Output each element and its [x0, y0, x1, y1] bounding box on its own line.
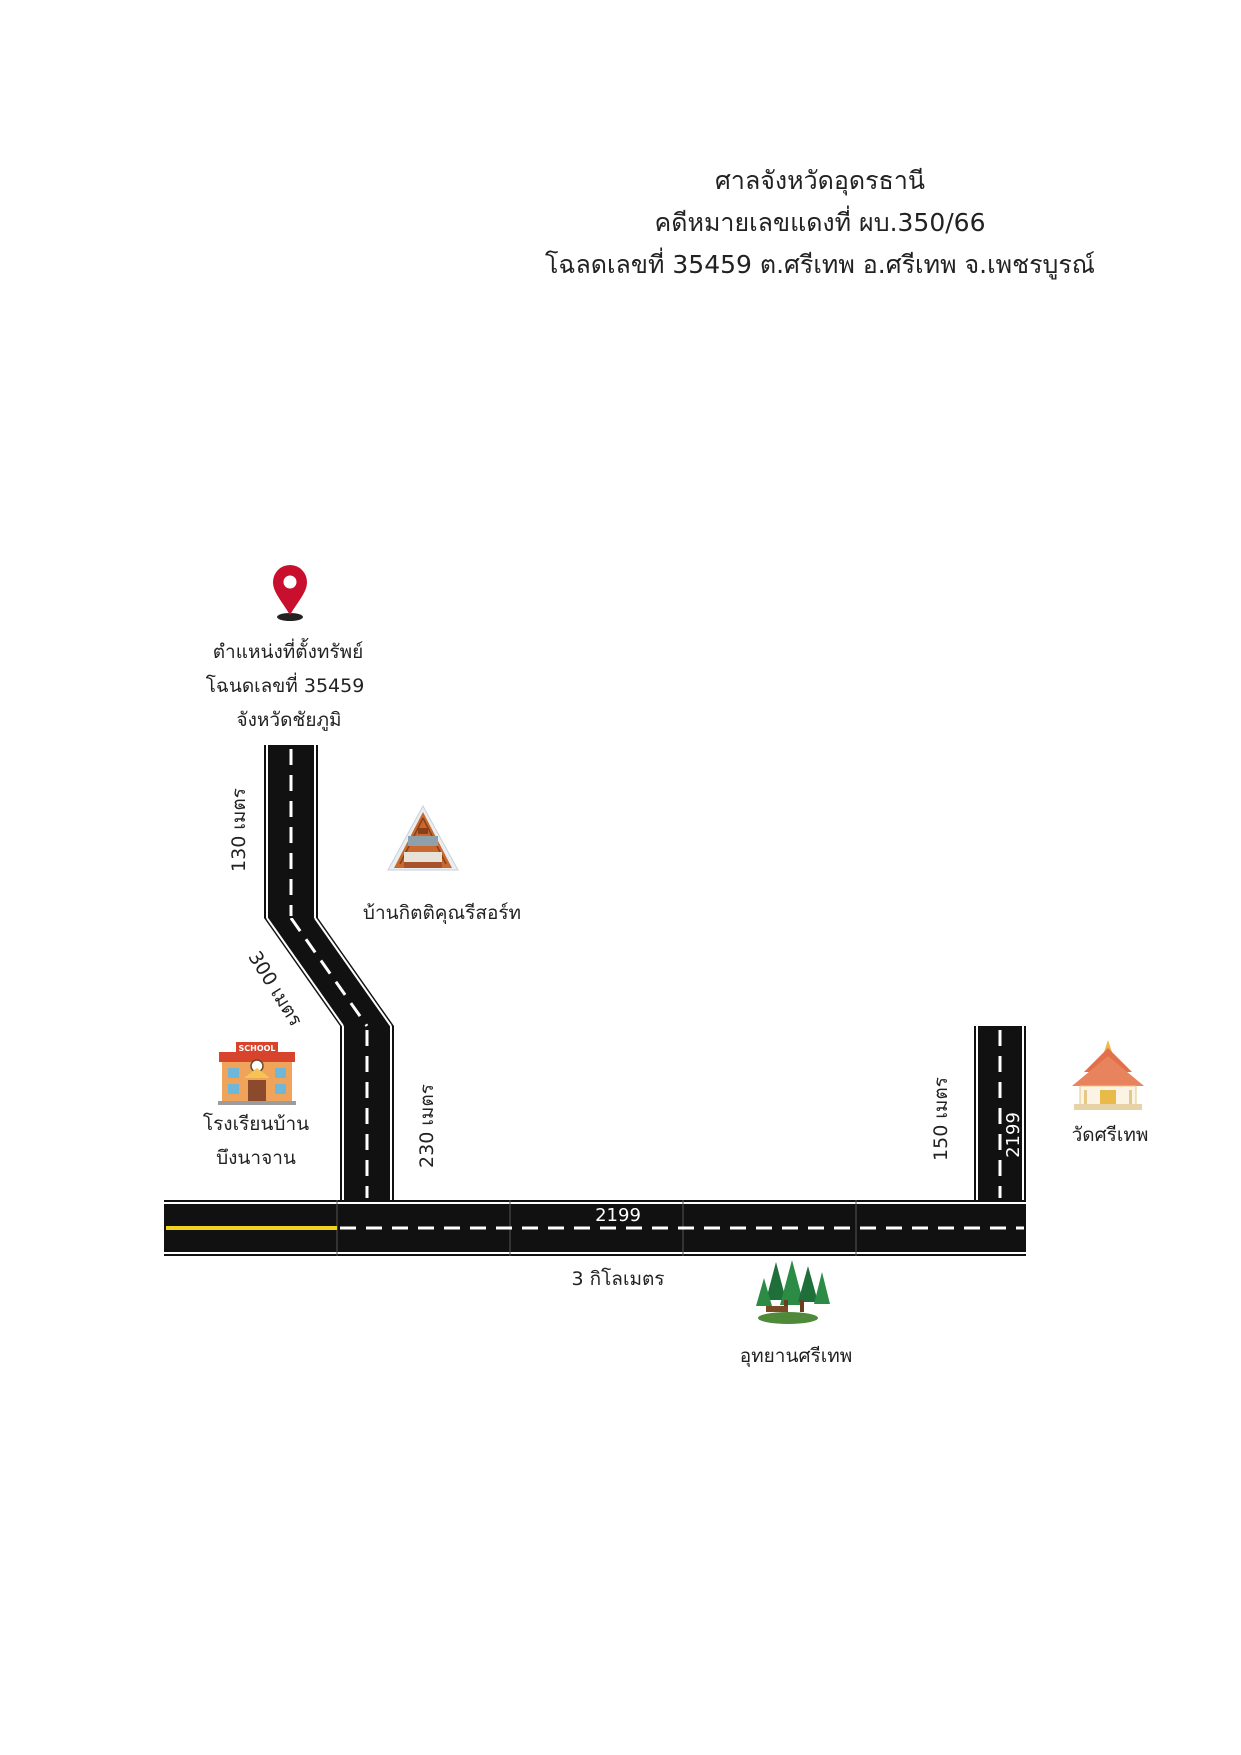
distance-lower-segment: 230 เมตร [416, 1084, 438, 1168]
court-name: ศาลจังหวัดอุดรธานี [715, 166, 925, 195]
top-vertical-road [264, 745, 318, 918]
distance-top-segment: 130 เมตร [228, 788, 250, 872]
map-header: ศาลจังหวัดอุดรธานี คดีหมายเลขแดงที่ ผบ.3… [520, 160, 1120, 286]
forest-icon [756, 1260, 830, 1324]
school-sign: SCHOOL [238, 1044, 275, 1053]
cabin-icon [387, 804, 459, 871]
temple-label: วัดศรีเทพ [1072, 1124, 1149, 1146]
resort-label: บ้านกิตติคุณรีสอร์ท [363, 902, 521, 925]
school-icon: SCHOOL [218, 1042, 296, 1105]
school-label-2: บึงนาจาน [216, 1147, 296, 1169]
main-road-number: 2199 [595, 1205, 641, 1226]
diagonal-road [264, 917, 394, 1027]
deed-location: โฉลดเลขที่ 35459 ต.ศรีเทพ อ.ศรีเทพ จ.เพช… [544, 250, 1095, 279]
school-label-1: โรงเรียนบ้าน [203, 1112, 309, 1135]
park-label: อุทยานศรีเทพ [740, 1345, 853, 1368]
property-label-1: ตำแหน่งที่ตั้งทรัพย์ [213, 638, 364, 663]
right-vertical-road [974, 1026, 1026, 1200]
lower-vertical-road [340, 1026, 394, 1200]
distance-main-road: 3 กิโลเมตร [571, 1267, 664, 1290]
temple-icon [1072, 1040, 1144, 1110]
property-label-3: จังหวัดชัยภูมิ [236, 709, 341, 731]
main-road-2199 [164, 1200, 1026, 1256]
distance-right-segment: 150 เมตร [930, 1077, 952, 1161]
case-number: คดีหมายเลขแดงที่ ผบ.350/66 [654, 208, 986, 237]
map-pin-icon [273, 565, 307, 621]
right-road-number: 2199 [1003, 1112, 1024, 1158]
property-label-2: โฉนดเลขที่ 35459 [206, 672, 365, 697]
